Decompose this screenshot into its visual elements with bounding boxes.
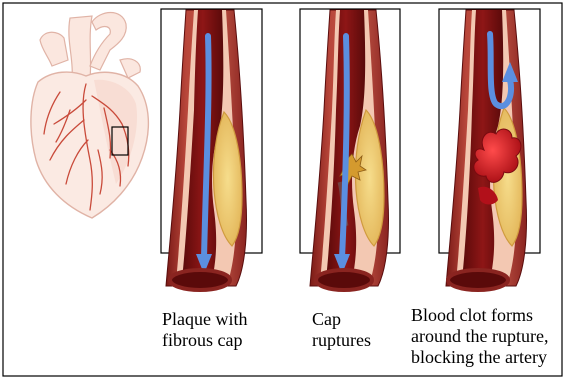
caption-rupture: Cap ruptures bbox=[312, 309, 371, 351]
caption-line: Plaque with bbox=[162, 309, 248, 330]
caption-line: fibrous cap bbox=[162, 330, 248, 351]
caption-line: Blood clot forms bbox=[411, 305, 548, 326]
caption-line: ruptures bbox=[312, 330, 371, 351]
artery-panel-rupture bbox=[300, 9, 400, 290]
caption-line: Cap bbox=[312, 309, 371, 330]
heart-illustration-icon bbox=[31, 13, 148, 219]
caption-line: blocking the artery bbox=[411, 347, 548, 368]
artery-panel-clot bbox=[439, 9, 540, 290]
caption-clot: Blood clot forms around the rupture, blo… bbox=[411, 305, 548, 368]
caption-plaque: Plaque with fibrous cap bbox=[162, 309, 248, 351]
artery-panel-plaque bbox=[161, 9, 262, 290]
caption-line: around the rupture, bbox=[411, 326, 548, 347]
